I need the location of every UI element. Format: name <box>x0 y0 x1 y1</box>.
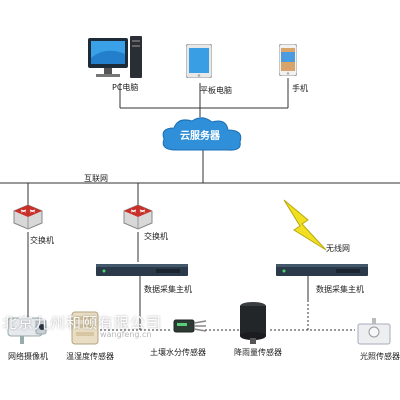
switch-label-1: 交换机 <box>30 236 54 245</box>
tablet-label: 平板电脑 <box>200 86 232 95</box>
cloud-label: 云服务器 <box>180 131 220 142</box>
pc-icon <box>88 36 143 88</box>
cloud-server-icon <box>162 117 242 151</box>
light-sensor-icon <box>354 318 394 352</box>
switch-label-2: 交换机 <box>144 232 168 241</box>
tablet-icon <box>185 43 213 82</box>
pc-label: PC电脑 <box>112 83 139 92</box>
rain-gauge-label: 降雨量传感器 <box>234 348 282 357</box>
temp-humidity-label: 温湿度传感器 <box>66 352 114 361</box>
temp-humidity-sensor-icon <box>70 310 100 350</box>
phone-icon <box>278 43 298 80</box>
light-sensor-label: 光照传感器 <box>360 352 400 361</box>
switch-icon-1 <box>12 203 44 235</box>
watermark-url: wangfeng.cn <box>100 330 152 339</box>
wireless-lightning-icon <box>283 199 327 251</box>
host-label-1: 数据采集主机 <box>144 285 192 294</box>
data-host-icon-1 <box>96 262 188 281</box>
switch-icon-2 <box>122 203 154 235</box>
phone-label: 手机 <box>292 84 308 93</box>
host-label-2: 数据采集主机 <box>316 285 364 294</box>
wireless-label: 无线网 <box>326 244 350 253</box>
network-camera-icon <box>6 312 48 350</box>
data-host-icon-2 <box>276 262 368 281</box>
soil-moisture-sensor-icon <box>168 316 208 342</box>
rain-gauge-sensor-icon <box>238 300 268 350</box>
camera-label: 网络摄像机 <box>8 352 48 361</box>
internet-label: 互联网 <box>84 174 108 183</box>
watermark: 北京九州和颐有限公司 <box>2 314 163 332</box>
soil-moisture-label: 土壤水分传感器 <box>150 348 206 357</box>
